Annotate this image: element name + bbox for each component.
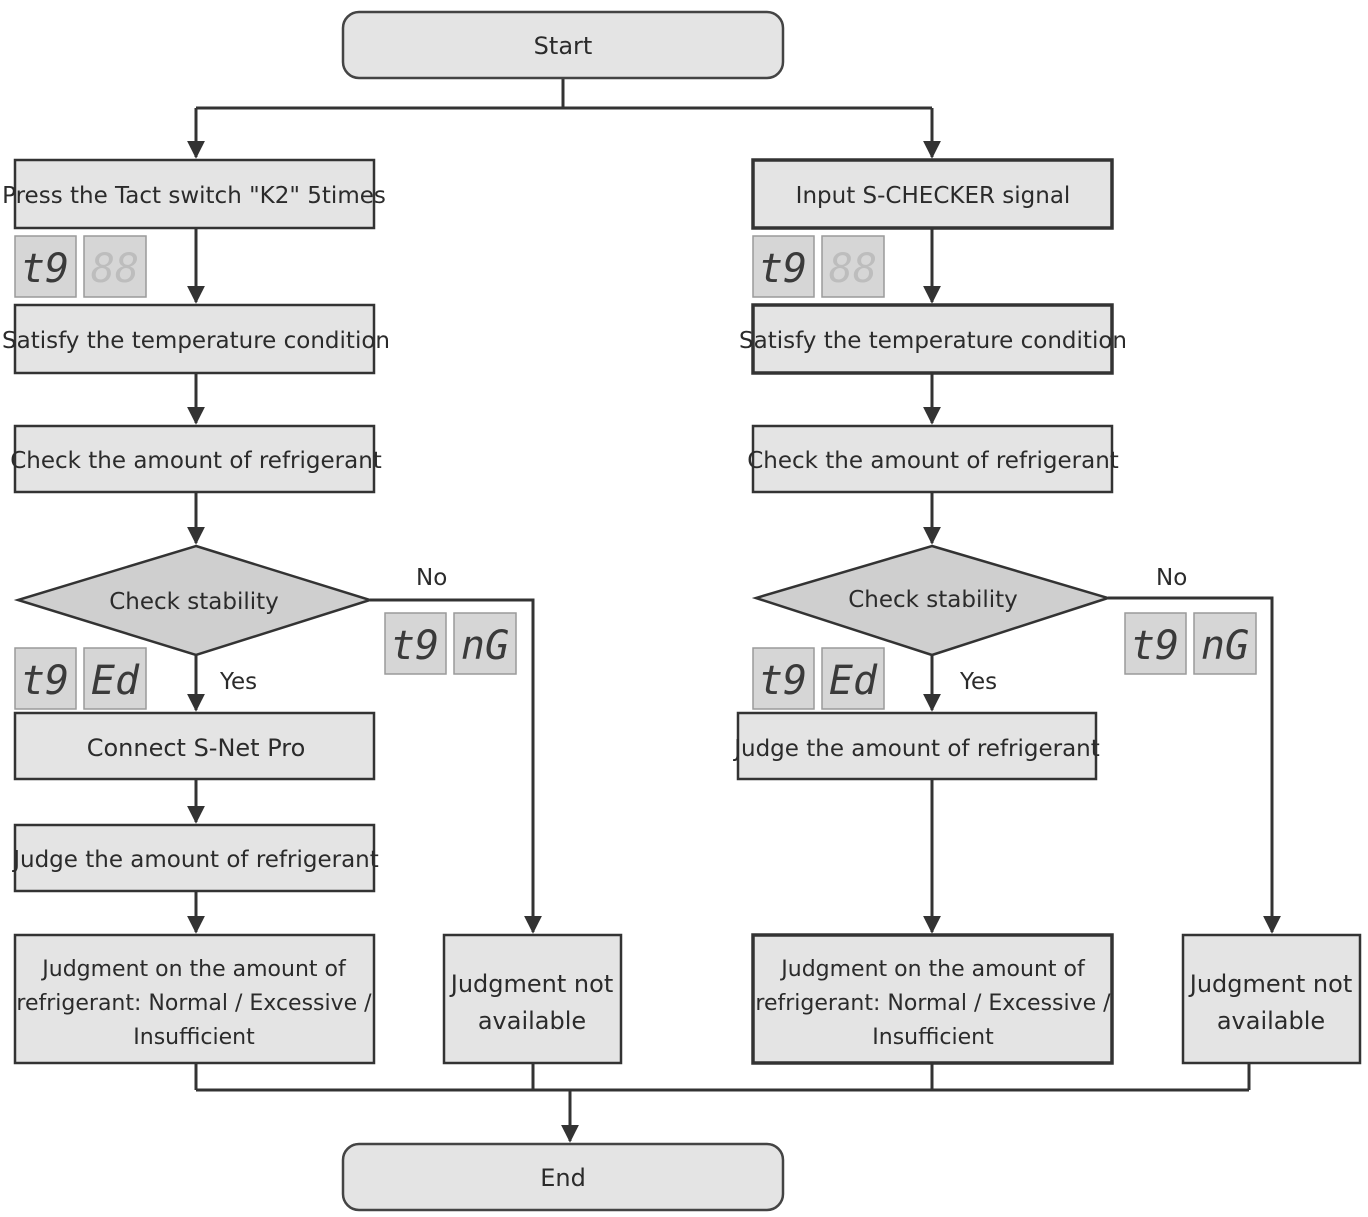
right-step3-label: Check the amount of refrigerant <box>747 448 1119 474</box>
left-display-blank-text: 88 <box>91 246 139 292</box>
right-decision: Check stability <box>751 544 1113 657</box>
left-result: Judgment on the amount of refrigerant: N… <box>13 933 376 1065</box>
left-decision-label: Check stability <box>109 589 279 615</box>
left-display-ed: Ed <box>83 647 147 710</box>
left-result-line2: refrigerant: Normal / Excessive / <box>16 991 372 1016</box>
right-not-available-line1: Judgment not <box>1188 970 1352 998</box>
left-display-ed-text: Ed <box>91 658 140 704</box>
left-result-line1: Judgment on the amount of <box>40 957 347 982</box>
left-step5-label: Judge the amount of refrigerant <box>11 847 379 873</box>
left-display-tg-text: t9 <box>21 246 69 292</box>
left-step1-label: Press the Tact switch "K2" 5times <box>2 183 386 209</box>
left-step4: Connect S-Net Pro <box>13 711 376 781</box>
left-step1: Press the Tact switch "K2" 5times <box>2 158 386 230</box>
right-result: Judgment on the amount of refrigerant: N… <box>751 933 1114 1065</box>
left-display-ed-tg: t9 <box>14 647 77 710</box>
edge-right-decision-no <box>1108 596 1281 934</box>
left-display-ng-tg-text: t9 <box>391 623 439 669</box>
right-display-tg-text: t9 <box>759 246 807 292</box>
left-display-ng-tg: t9 <box>384 612 447 675</box>
right-display-ed-text: Ed <box>829 658 878 704</box>
left-display-ng: nG <box>453 612 517 675</box>
left-step4-label: Connect S-Net Pro <box>87 734 306 762</box>
node-start: Start <box>341 10 785 80</box>
right-step2-label: Satisfy the temperature condition <box>739 328 1127 354</box>
edge-merge-drops <box>194 1063 1251 1090</box>
right-result-line2: refrigerant: Normal / Excessive / <box>755 991 1111 1016</box>
right-display-ng: nG <box>1193 612 1257 675</box>
left-decision: Check stability <box>13 544 375 657</box>
node-end: End <box>341 1142 785 1212</box>
right-display-ng-tg: t9 <box>1124 612 1187 675</box>
node-start-label: Start <box>534 32 593 60</box>
left-not-available: Judgment not available <box>442 933 623 1065</box>
left-display-blank: 88 <box>83 235 147 298</box>
left-step2-label: Satisfy the temperature condition <box>2 328 390 354</box>
left-step3-label: Check the amount of refrigerant <box>10 448 382 474</box>
left-step5: Judge the amount of refrigerant <box>11 823 379 893</box>
left-yes-label: Yes <box>219 669 257 695</box>
right-no-label: No <box>1156 565 1187 591</box>
edges <box>187 78 1281 1143</box>
right-decision-label: Check stability <box>848 587 1018 613</box>
left-result-line3: Insufficient <box>133 1025 255 1050</box>
right-result-line3: Insufficient <box>872 1025 994 1050</box>
left-step3: Check the amount of refrigerant <box>10 424 382 494</box>
right-display-tg: t9 <box>752 235 815 298</box>
left-step2: Satisfy the temperature condition <box>2 303 390 375</box>
left-not-available-line1: Judgment not <box>449 970 613 998</box>
right-display-ed-tg: t9 <box>752 647 815 710</box>
left-not-available-line2: available <box>478 1007 586 1035</box>
right-display-ed-tg-text: t9 <box>759 658 807 704</box>
node-end-label: End <box>540 1164 586 1192</box>
edge-left-decision-no <box>370 598 542 934</box>
right-not-available-line2: available <box>1217 1007 1325 1035</box>
right-display-ng-text: nG <box>1201 623 1249 669</box>
right-step1: Input S-CHECKER signal <box>751 158 1114 230</box>
right-display-blank: 88 <box>821 235 885 298</box>
left-no-label: No <box>416 565 447 591</box>
right-display-ng-tg-text: t9 <box>1131 623 1179 669</box>
right-step2: Satisfy the temperature condition <box>739 303 1127 375</box>
right-yes-label: Yes <box>959 669 997 695</box>
right-step1-label: Input S-CHECKER signal <box>796 183 1071 209</box>
right-not-available: Judgment not available <box>1181 933 1362 1065</box>
right-step4-label: Judge the amount of refrigerant <box>732 736 1100 762</box>
left-display-ng-text: nG <box>461 623 509 669</box>
left-display-ed-tg-text: t9 <box>21 658 69 704</box>
right-step3: Check the amount of refrigerant <box>747 424 1119 494</box>
right-display-ed: Ed <box>821 647 885 710</box>
right-step4: Judge the amount of refrigerant <box>732 711 1100 781</box>
right-display-blank-text: 88 <box>829 246 877 292</box>
left-display-tg: t9 <box>14 235 77 298</box>
right-result-line1: Judgment on the amount of <box>779 957 1086 982</box>
